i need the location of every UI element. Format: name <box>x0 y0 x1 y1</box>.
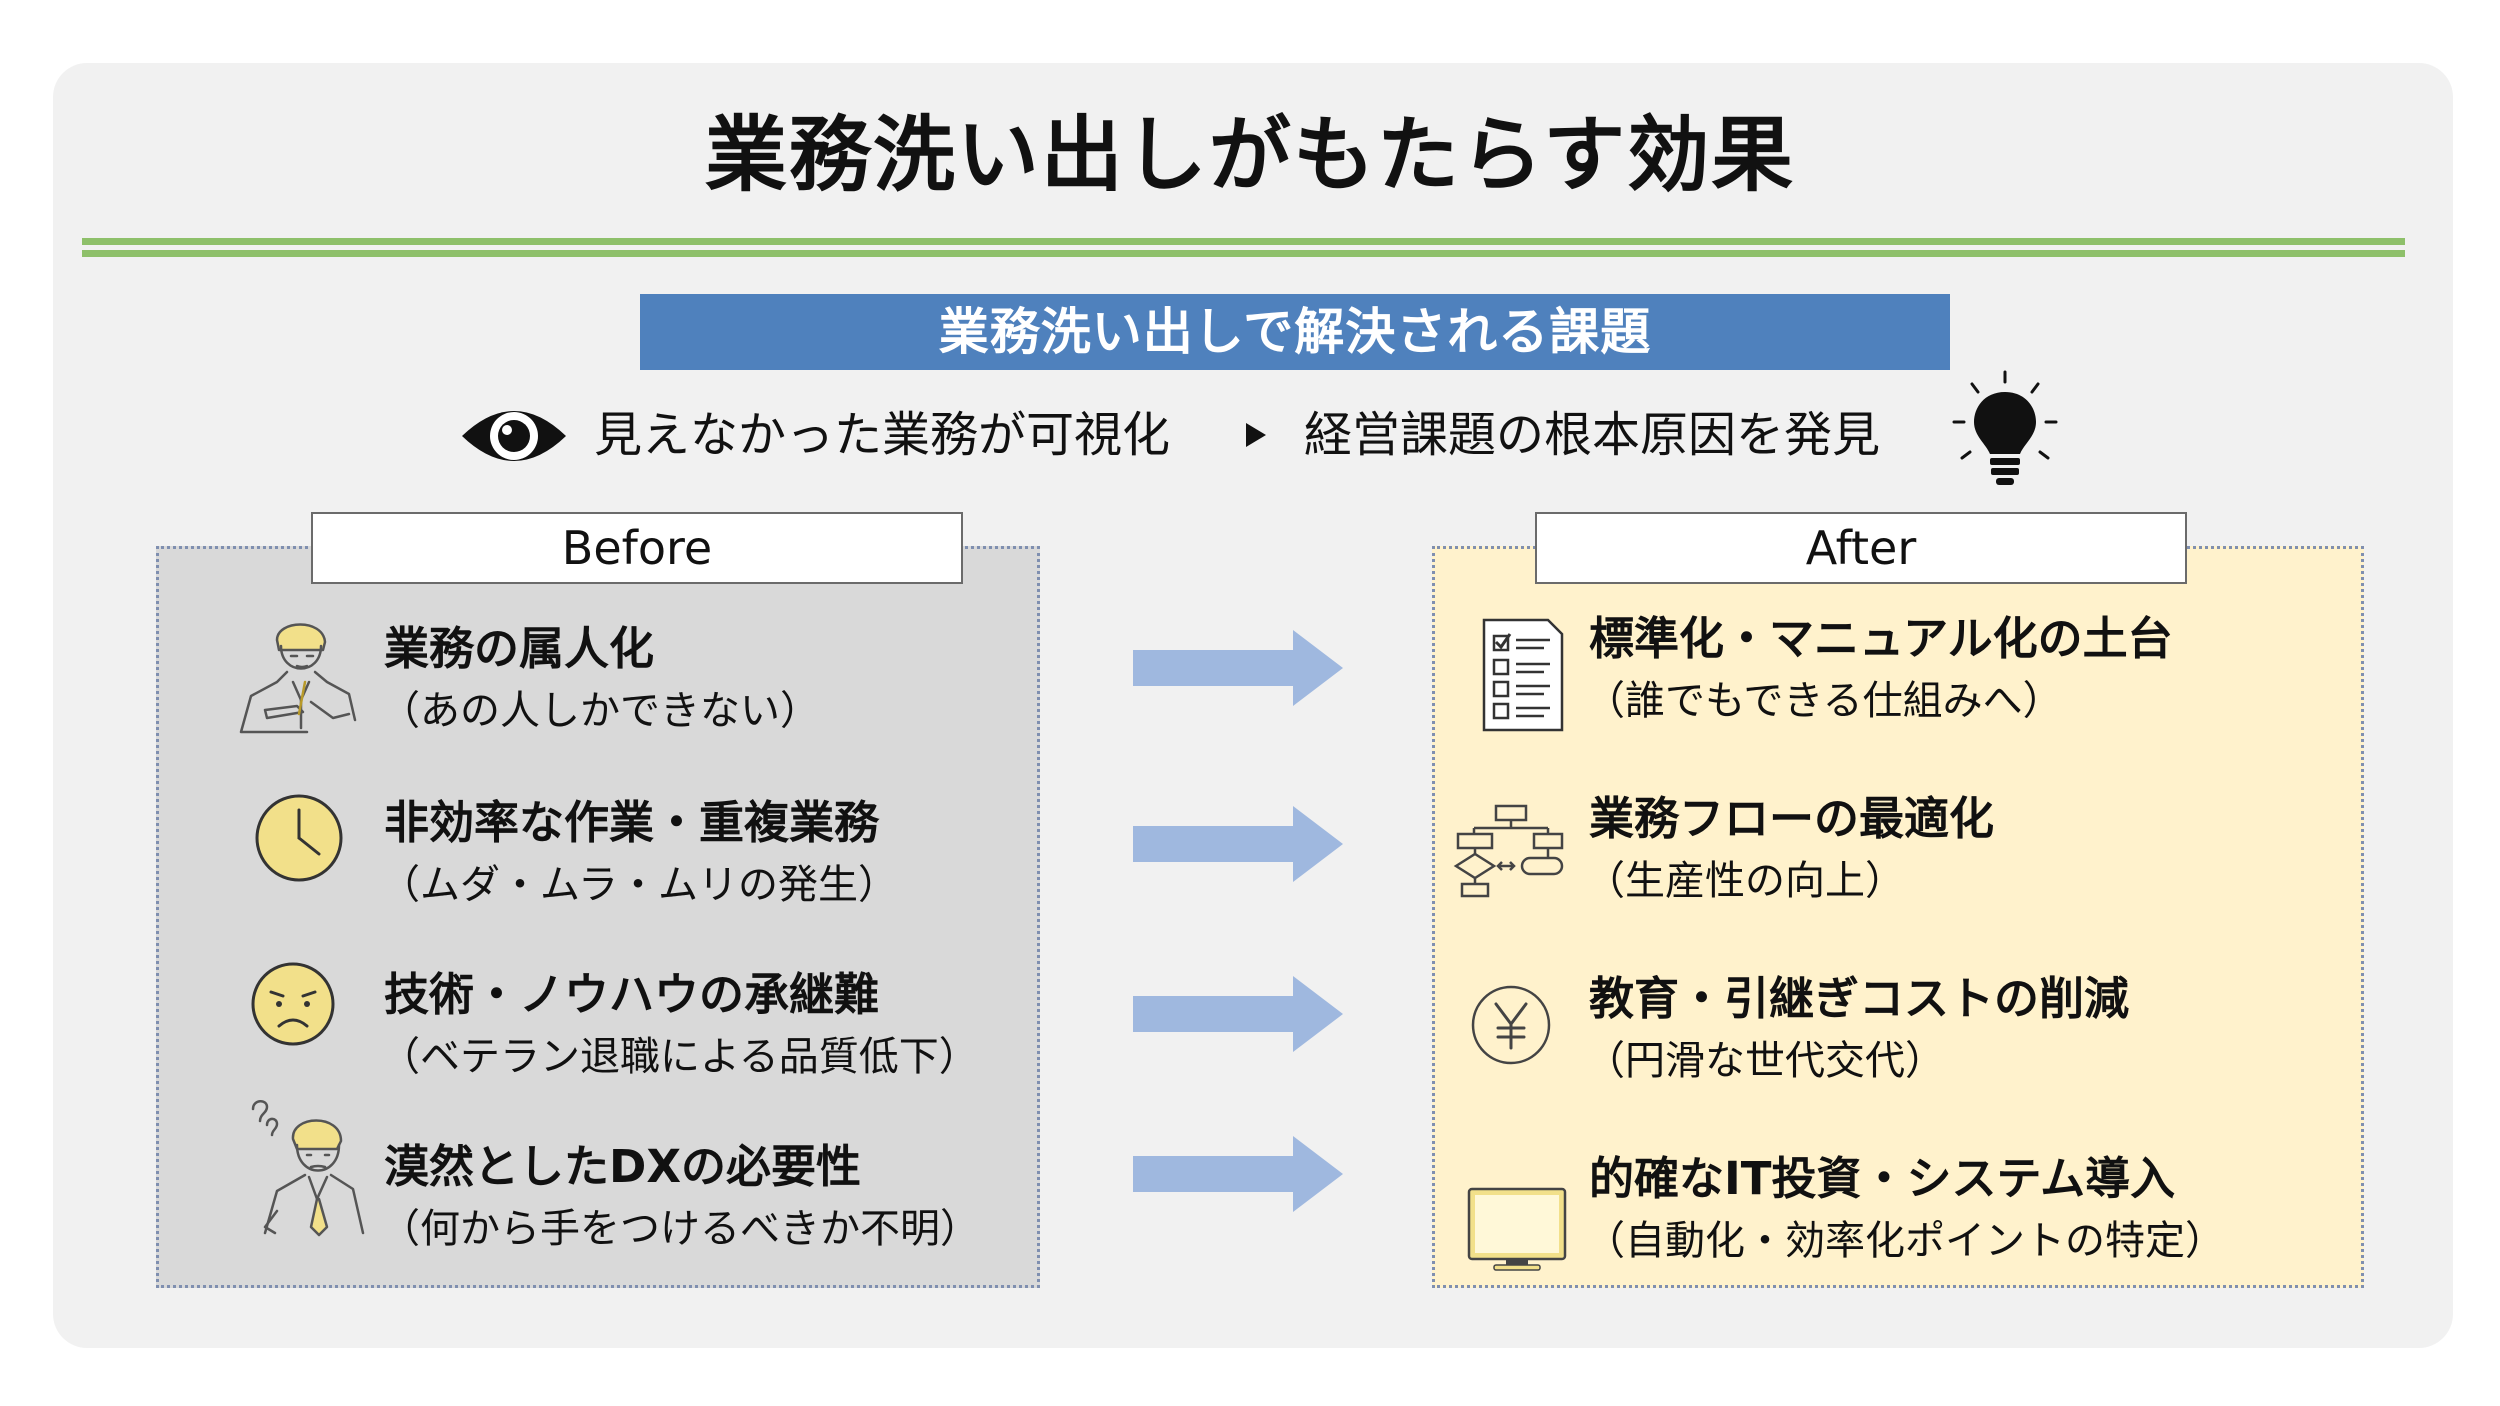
after-item-title: 業務フローの最適化 <box>1589 792 1995 845</box>
after-item-sub: （円滑な世代交代） <box>1585 1038 1945 1084</box>
before-item-sub: （あの人しかできない） <box>380 688 820 734</box>
before-item-title: 技術・ノウハウの承継難 <box>384 968 880 1021</box>
before-item-sub: （ムダ・ムラ・ムリの発生） <box>380 862 898 908</box>
after-box <box>1432 546 2364 1288</box>
triangle-arrow-icon <box>1246 423 1266 447</box>
right-arrow-icon <box>1133 806 1343 882</box>
after-item-title: 的確なIT投資・システム導入 <box>1589 1152 2176 1205</box>
clock-icon <box>255 794 343 882</box>
after-label: After <box>1535 512 2187 584</box>
before-item-title: 漠然としたDXの必要性 <box>384 1140 862 1193</box>
visibility-left-text: 見えなかった業務が可視化 <box>594 407 1171 463</box>
subtitle-banner: 業務洗い出しで解決される課題 <box>640 294 1950 370</box>
visibility-right-text: 経営課題の根本原因を発見 <box>1304 407 1881 463</box>
right-arrow-icon <box>1133 1136 1343 1212</box>
title-divider-top <box>82 238 2405 245</box>
monitor-icon <box>1467 1187 1567 1271</box>
title-divider-bottom <box>82 250 2405 257</box>
after-item-sub: （誰でもできる仕組みへ） <box>1585 678 2063 724</box>
before-item-title: 非効率な作業・重複業務 <box>384 796 880 849</box>
page-title: 業務洗い出しがもたらす効果 <box>704 108 1796 203</box>
right-arrow-icon <box>1133 630 1343 706</box>
after-item-sub: （生産性の向上） <box>1585 858 1905 904</box>
sad-face-icon <box>251 962 335 1046</box>
right-arrow-icon <box>1133 976 1343 1052</box>
eye-icon <box>462 411 566 461</box>
before-item-sub: （ベテラン退職による品質低下） <box>380 1034 979 1080</box>
puzzled-businessman-icon <box>251 1100 365 1237</box>
checklist-icon <box>1482 618 1564 732</box>
lightbulb-icon <box>1952 370 2058 485</box>
before-item-sub: （何から手をつけるべきか不明） <box>380 1206 980 1252</box>
before-label: Before <box>311 512 963 584</box>
after-item-sub: （自動化・効率化ポイントの特定） <box>1585 1218 2225 1264</box>
after-item-title: 標準化・マニュアル化の土台 <box>1589 612 2173 665</box>
flowchart-icon <box>1453 804 1564 898</box>
before-item-title: 業務の属人化 <box>384 622 655 675</box>
confused-worker-icon <box>239 623 357 734</box>
after-item-title: 教育・引継ぎコストの削減 <box>1589 972 2130 1025</box>
yen-icon <box>1471 985 1551 1065</box>
